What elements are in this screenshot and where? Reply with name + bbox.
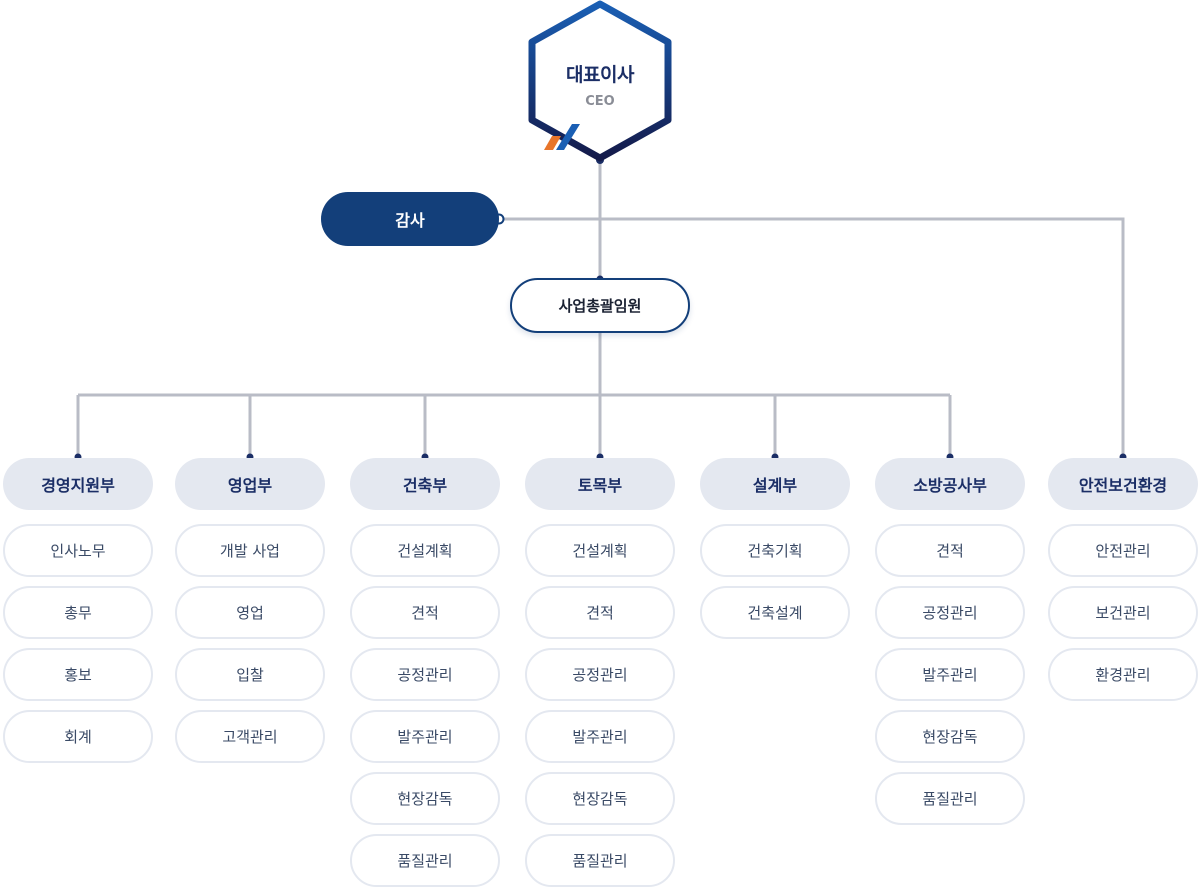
department-task: 견적: [525, 586, 675, 639]
department-task: 품질관리: [875, 772, 1025, 825]
department-task: 회계: [3, 710, 153, 763]
department-task: 건축기획: [700, 524, 850, 577]
department-task: 건설계획: [525, 524, 675, 577]
department-task: 품질관리: [525, 834, 675, 887]
hexagon-frame: [528, 0, 672, 162]
department-task: 공정관리: [350, 648, 500, 701]
ceo-title: 대표이사: [566, 64, 634, 86]
department-header: 설계부: [700, 458, 850, 510]
department-task: 현장감독: [350, 772, 500, 825]
department-task: 공정관리: [525, 648, 675, 701]
department-task: 현장감독: [875, 710, 1025, 763]
department-task: 총무: [3, 586, 153, 639]
department-task: 공정관리: [875, 586, 1025, 639]
brand-logo-mark-icon: [544, 124, 580, 150]
department-header: 소방공사부: [875, 458, 1025, 510]
department-header: 경영지원부: [3, 458, 153, 510]
department-task: 발주관리: [350, 710, 500, 763]
department-task: 견적: [875, 524, 1025, 577]
department-task: 개발 사업: [175, 524, 325, 577]
department-task: 발주관리: [875, 648, 1025, 701]
department-task: 발주관리: [525, 710, 675, 763]
department-task: 영업: [175, 586, 325, 639]
department-task: 현장감독: [525, 772, 675, 825]
ceo-node: 대표이사 CEO: [528, 0, 672, 162]
audit-node: 감사: [321, 192, 499, 246]
ceo-subtitle: CEO: [585, 94, 615, 109]
department-task: 견적: [350, 586, 500, 639]
department-task: 품질관리: [350, 834, 500, 887]
department-task: 안전관리: [1048, 524, 1198, 577]
department-task: 홍보: [3, 648, 153, 701]
department-task: 건축설계: [700, 586, 850, 639]
department-task: 인사노무: [3, 524, 153, 577]
department-header: 안전보건환경: [1048, 458, 1198, 510]
department-task: 건설계획: [350, 524, 500, 577]
department-header: 건축부: [350, 458, 500, 510]
audit-to-safety-line: [499, 217, 1125, 457]
department-header: 영업부: [175, 458, 325, 510]
executive-node: 사업총괄임원: [510, 278, 690, 333]
department-task: 입찰: [175, 648, 325, 701]
department-task: 환경관리: [1048, 648, 1198, 701]
department-task: 고객관리: [175, 710, 325, 763]
department-task: 보건관리: [1048, 586, 1198, 639]
department-header: 토목부: [525, 458, 675, 510]
